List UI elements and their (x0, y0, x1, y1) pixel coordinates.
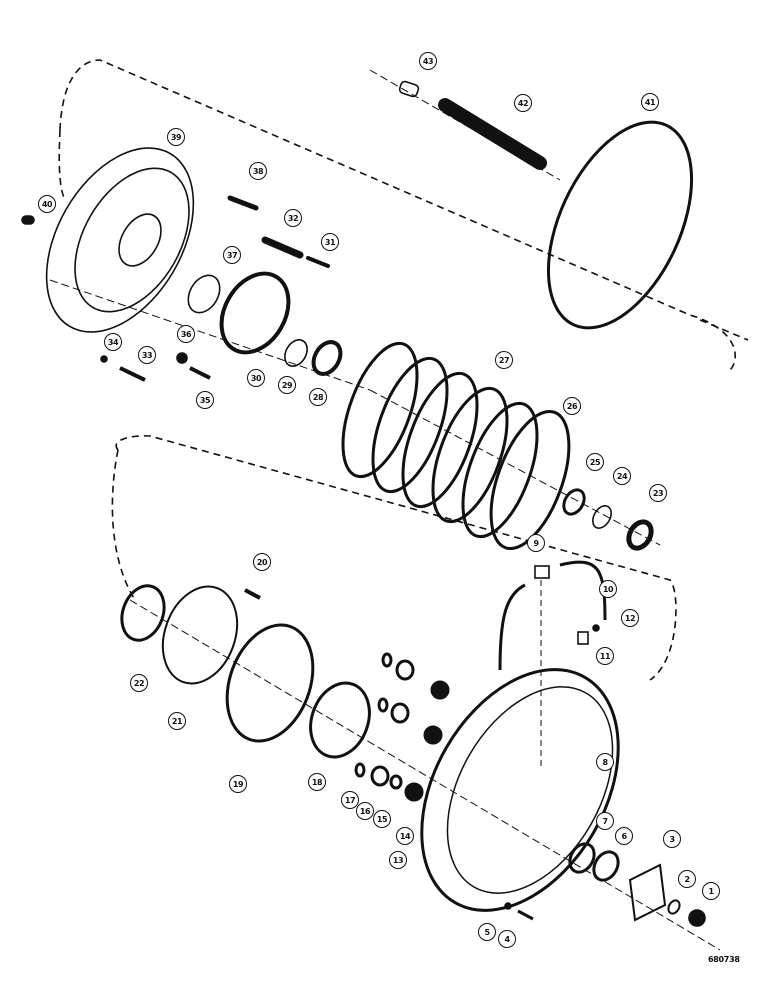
pin-31 (306, 256, 330, 268)
fitting-11 (577, 631, 589, 645)
plug-12 (592, 624, 600, 632)
housing-13-inner (446, 686, 614, 894)
lower-dashed-loop (115, 435, 677, 681)
callout-5: 5 (478, 923, 496, 941)
callout-27: 27 (495, 351, 513, 369)
pin-38 (227, 195, 259, 211)
housing-39 (45, 147, 195, 333)
callout-16: 16 (356, 802, 374, 820)
callout-31: 31 (321, 233, 339, 251)
callout-22: 22 (130, 674, 148, 692)
sleeve-43 (398, 80, 420, 98)
callout-8: 8 (596, 753, 614, 771)
lower-dashed-loop-left (111, 449, 136, 601)
tube-10 (559, 560, 607, 621)
valve-parts (354, 652, 450, 802)
piston-19 (225, 623, 315, 743)
callout-21: 21 (168, 712, 186, 730)
bolt-4 (517, 909, 534, 921)
ring-24 (592, 505, 612, 529)
callout-17: 17 (341, 791, 359, 809)
callout-20: 20 (253, 553, 271, 571)
callout-24: 24 (613, 467, 631, 485)
spring-32 (261, 236, 304, 259)
tube-left (498, 583, 526, 671)
ring-25 (562, 488, 586, 516)
plate-21 (161, 585, 239, 685)
ring-29 (284, 339, 308, 367)
callout-10: 10 (599, 580, 617, 598)
callout-12: 12 (621, 609, 639, 627)
upper-dashed-loop-right (699, 319, 749, 341)
flange-3 (628, 863, 667, 922)
callout-9: 9 (527, 534, 545, 552)
seal-7 (568, 842, 596, 874)
washer-2 (667, 899, 681, 915)
callout-15: 15 (373, 810, 391, 828)
callout-39: 39 (167, 128, 185, 146)
callout-43: 43 (419, 52, 437, 70)
callout-6: 6 (615, 827, 633, 845)
plug-40 (21, 215, 35, 225)
pin-20 (244, 588, 261, 600)
upper-dashed-loop (59, 59, 737, 371)
callout-40: 40 (38, 195, 56, 213)
seal-23 (626, 519, 654, 551)
callout-3: 3 (663, 830, 681, 848)
callout-41: 41 (641, 93, 659, 111)
callout-37: 37 (223, 246, 241, 264)
callout-11: 11 (596, 647, 614, 665)
callout-35: 35 (196, 391, 214, 409)
callout-7: 7 (596, 812, 614, 830)
callout-42: 42 (514, 94, 532, 112)
snap-ring-22 (120, 584, 166, 642)
callout-26: 26 (563, 397, 581, 415)
gasket-41 (546, 120, 694, 330)
housing-13 (420, 668, 620, 912)
clutch-pack (341, 341, 571, 551)
callout-28: 28 (309, 388, 327, 406)
bolt-33 (119, 366, 146, 382)
washer-36 (176, 352, 188, 364)
nut-1 (688, 909, 706, 927)
callout-1: 1 (702, 882, 720, 900)
bushing-37 (187, 274, 221, 314)
bearing-28 (311, 340, 343, 376)
callout-29: 29 (278, 376, 296, 394)
drawing-id: 680738 (708, 955, 740, 964)
callout-30: 30 (247, 369, 265, 387)
shaft-42 (438, 98, 547, 170)
callout-14: 14 (396, 827, 414, 845)
seal-18 (309, 681, 371, 759)
callout-34: 34 (104, 333, 122, 351)
bolt-35 (189, 366, 211, 380)
callout-13: 13 (389, 851, 407, 869)
callout-25: 25 (586, 453, 604, 471)
callout-18: 18 (308, 773, 326, 791)
callout-2: 2 (678, 870, 696, 888)
callout-4: 4 (498, 930, 516, 948)
washer-34 (100, 355, 108, 363)
fitting-9 (534, 565, 550, 579)
upper-dashed-loop-left (58, 129, 66, 201)
callout-38: 38 (249, 162, 267, 180)
callout-33: 33 (138, 346, 156, 364)
callout-32: 32 (284, 209, 302, 227)
callout-19: 19 (229, 775, 247, 793)
bearing-6 (592, 850, 620, 882)
callout-23: 23 (649, 484, 667, 502)
nut-5 (504, 902, 512, 910)
callout-36: 36 (177, 325, 195, 343)
gear-30 (219, 271, 291, 355)
